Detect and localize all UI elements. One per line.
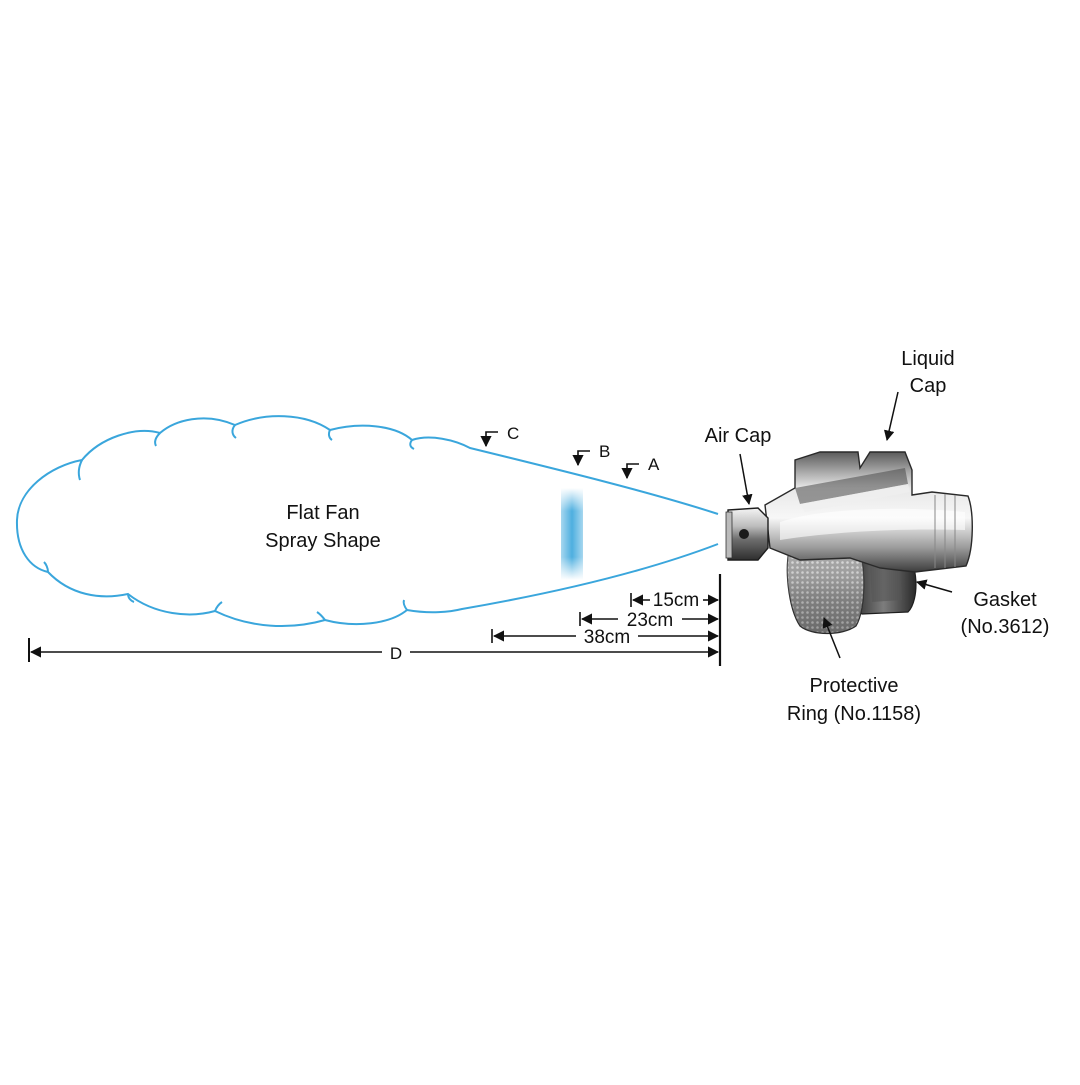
section-marker-b: B	[572, 442, 610, 467]
liquid-cap-label-line1: Liquid	[901, 348, 954, 370]
section-marker-a: A	[621, 455, 660, 480]
section-marker-c: C	[480, 424, 519, 448]
air-cap	[725, 507, 769, 561]
air-cap-label: Air Cap	[705, 425, 772, 447]
marker-a-label: A	[648, 455, 660, 474]
protective-ring	[786, 545, 865, 635]
spray-label-line2: Spray Shape	[265, 530, 381, 552]
dimension-15cm-label: 15cm	[653, 590, 699, 611]
dimension-38cm: 38cm	[491, 627, 720, 648]
protective-ring-label-line2: Ring (No.1158)	[787, 703, 921, 725]
gasket-label-line2: (No.3612)	[961, 616, 1050, 638]
marker-b-label: B	[599, 442, 610, 461]
dimension-total-label: D	[390, 644, 402, 663]
dimension-total-d: D	[28, 638, 720, 663]
marker-c-label: C	[507, 424, 519, 443]
nozzle-assembly	[725, 451, 973, 635]
protective-ring-label-line1: Protective	[810, 675, 899, 697]
dimension-23cm-label: 23cm	[627, 610, 673, 631]
label-air-cap: Air Cap	[705, 425, 772, 506]
dimension-38cm-label: 38cm	[584, 627, 630, 648]
dimension-lines: 15cm 23cm 38cm D	[28, 574, 722, 666]
dimension-23cm: 23cm	[579, 610, 720, 631]
label-liquid-cap: Liquid Cap	[883, 348, 955, 442]
label-protective-ring: Protective Ring (No.1158)	[787, 617, 921, 725]
liquid-cap-label-line2: Cap	[910, 375, 947, 397]
gasket-label-line1: Gasket	[973, 589, 1037, 611]
spray-outline	[15, 415, 719, 628]
spray-label-line1: Flat Fan	[286, 502, 359, 524]
liquid-cap-body	[764, 451, 973, 573]
dimension-15cm: 15cm	[630, 590, 720, 611]
spray-band	[561, 488, 583, 580]
label-gasket: Gasket (No.3612)	[915, 579, 1050, 638]
